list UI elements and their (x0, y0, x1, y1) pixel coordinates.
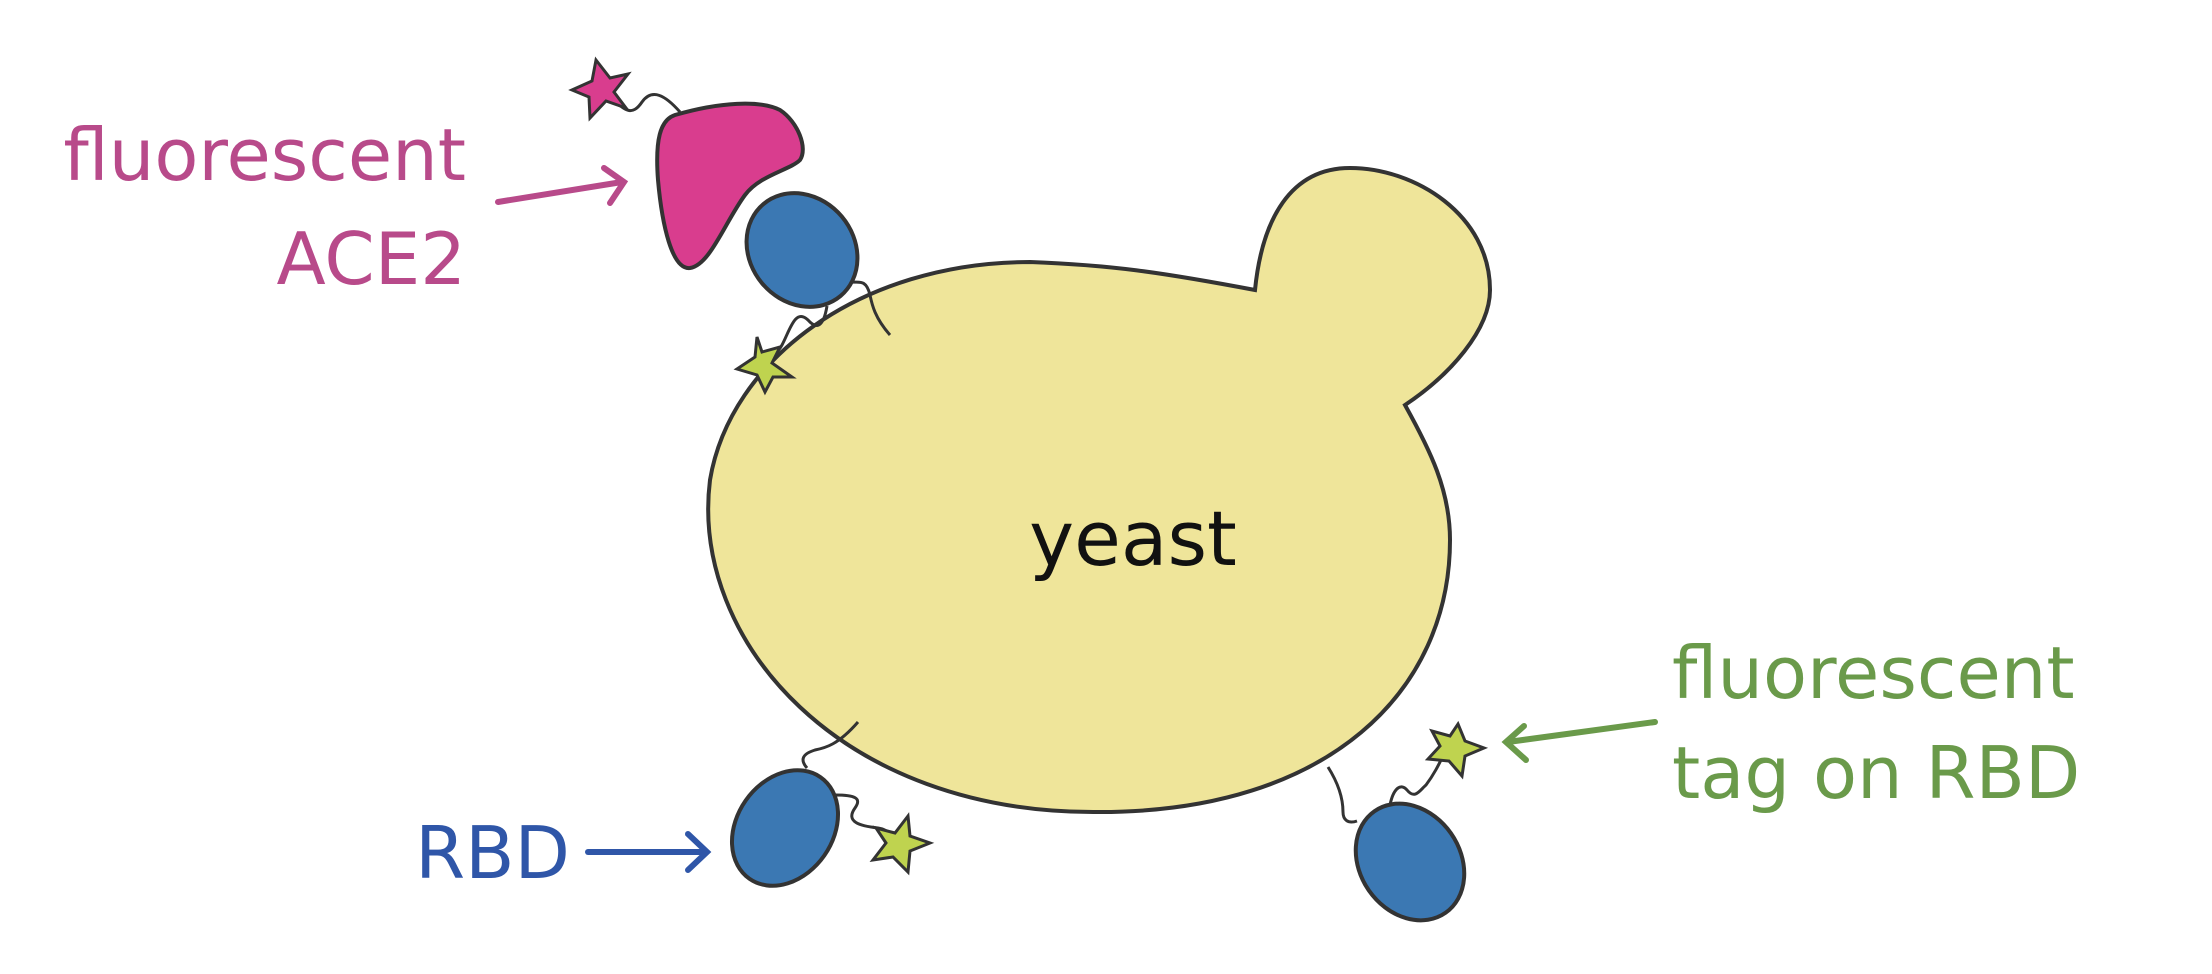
ace2-protein (655, 101, 805, 270)
ace2-label-line1: fluorescent (63, 113, 466, 197)
tag-arrow (1501, 719, 1658, 763)
rbd-fluorescent-tag-bottom-left (869, 812, 935, 876)
rbd-top (744, 191, 860, 309)
tag-label-line1: fluorescent (1672, 631, 2075, 715)
ace2-fluorescent-tag (568, 56, 632, 122)
yeast-label: yeast (1029, 494, 1237, 583)
rbd-fluorescent-tag-top (733, 336, 797, 396)
rbd-tag-linker-bottom-right (1388, 751, 1447, 806)
rbd-label: RBD (415, 811, 570, 895)
rbd-bottom-left (729, 768, 841, 888)
rbd-arrow (585, 831, 712, 873)
rbd-bottom-right (1353, 801, 1467, 923)
ace2-label-line2: ACE2 (276, 217, 466, 301)
tether-top (849, 280, 892, 336)
tag-label-line2: tag on RBD (1672, 731, 2080, 815)
rbd-fluorescent-tag-bottom-right (1424, 720, 1489, 780)
tether-bottom-right (1326, 766, 1358, 824)
ace2-arrow (495, 165, 629, 206)
tether-bottom-left (801, 721, 860, 769)
